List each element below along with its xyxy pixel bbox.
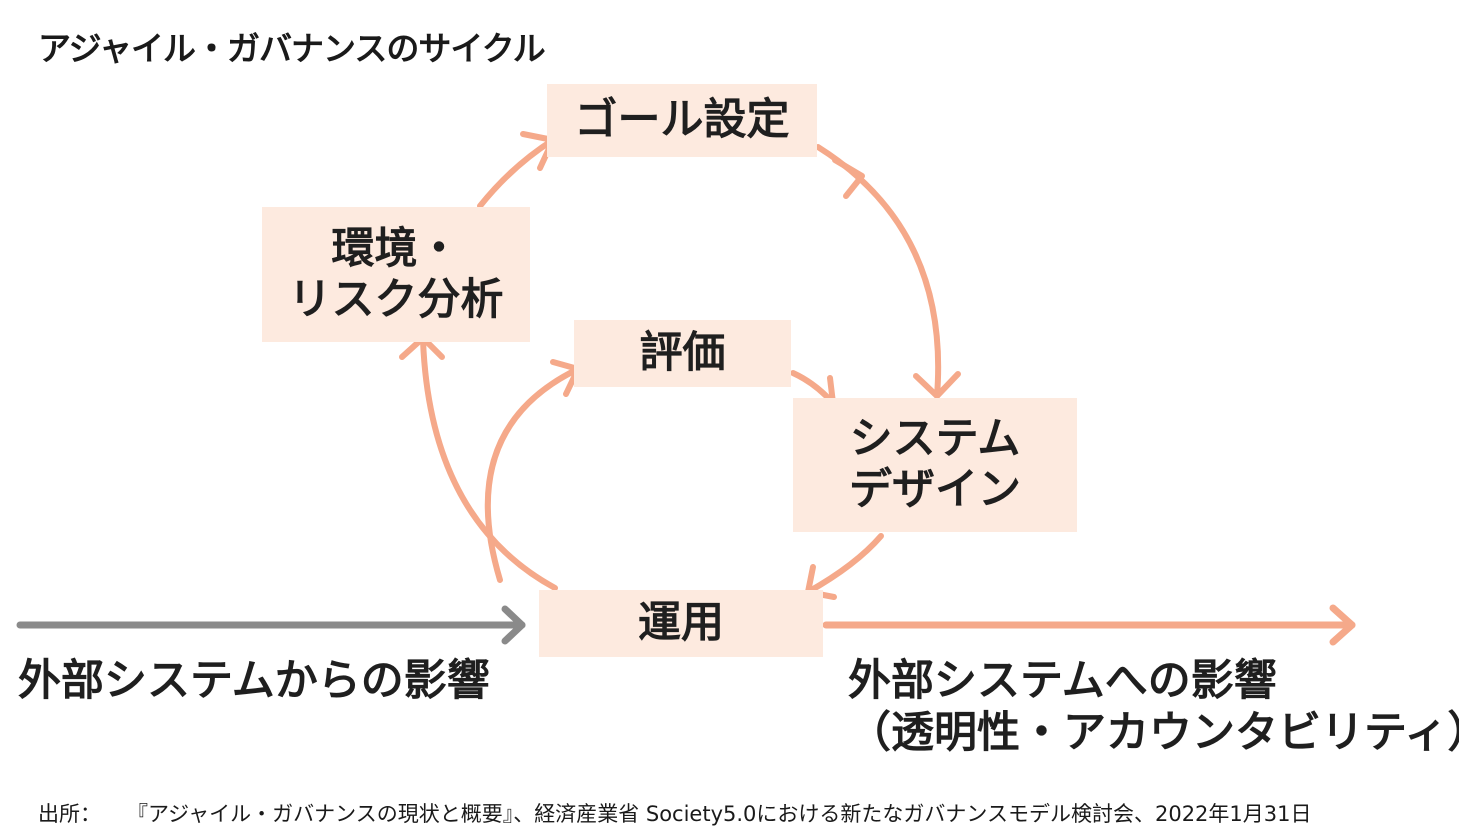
arrow-ops-to-eval xyxy=(484,367,579,583)
arrow-env-to-goal xyxy=(477,137,556,209)
box-environment-risk-analysis: 環境・ リスク分析 xyxy=(262,207,530,342)
box-system-label-line1: システム xyxy=(849,414,1021,465)
diagram-title: アジャイル・ガバナンスのサイクル xyxy=(38,29,546,68)
arrowhead-external-output xyxy=(1329,604,1356,646)
box-goal-label: ゴール設定 xyxy=(574,95,790,146)
source-label: 出所： xyxy=(38,802,101,826)
external-input-text: 外部システムからの影響 xyxy=(18,656,490,706)
box-system-design: システム デザイン xyxy=(793,398,1077,532)
arrowhead-external-input xyxy=(501,605,526,645)
arrow-ops-to-env xyxy=(420,337,558,591)
box-eval-label: 評価 xyxy=(639,328,726,379)
source-citation: 出所： 『アジャイル・ガバナンスの現状と概要』、経済産業省 Society5.0… xyxy=(38,798,1312,828)
external-output-line2: （透明性・アカウンタビリティ） xyxy=(848,708,1459,759)
box-evaluation: 評価 xyxy=(574,320,791,387)
external-input-label: 外部システムからの影響 xyxy=(18,655,490,707)
box-system-label-line2: デザイン xyxy=(849,465,1021,515)
external-output-label: 外部システムへの影響 （透明性・アカウンタビリティ） xyxy=(848,655,1459,760)
source-text: 『アジャイル・ガバナンスの現状と概要』、経済産業省 Society5.0における… xyxy=(127,802,1312,826)
box-operation: 運用 xyxy=(539,590,823,657)
external-output-line1: 外部システムへの影響 xyxy=(848,656,1277,706)
box-goal-setting: ゴール設定 xyxy=(547,84,817,157)
box-env-label-line1: 環境・ xyxy=(331,223,461,274)
box-env-label-line2: リスク分析 xyxy=(288,274,504,325)
arrow-goal-to-system xyxy=(815,144,942,399)
arrow-system-to-ops xyxy=(805,533,884,595)
arrowhead-goal-mid xyxy=(832,157,865,199)
box-ops-label: 運用 xyxy=(638,598,724,649)
arrowhead-goal-to-system xyxy=(913,371,961,399)
